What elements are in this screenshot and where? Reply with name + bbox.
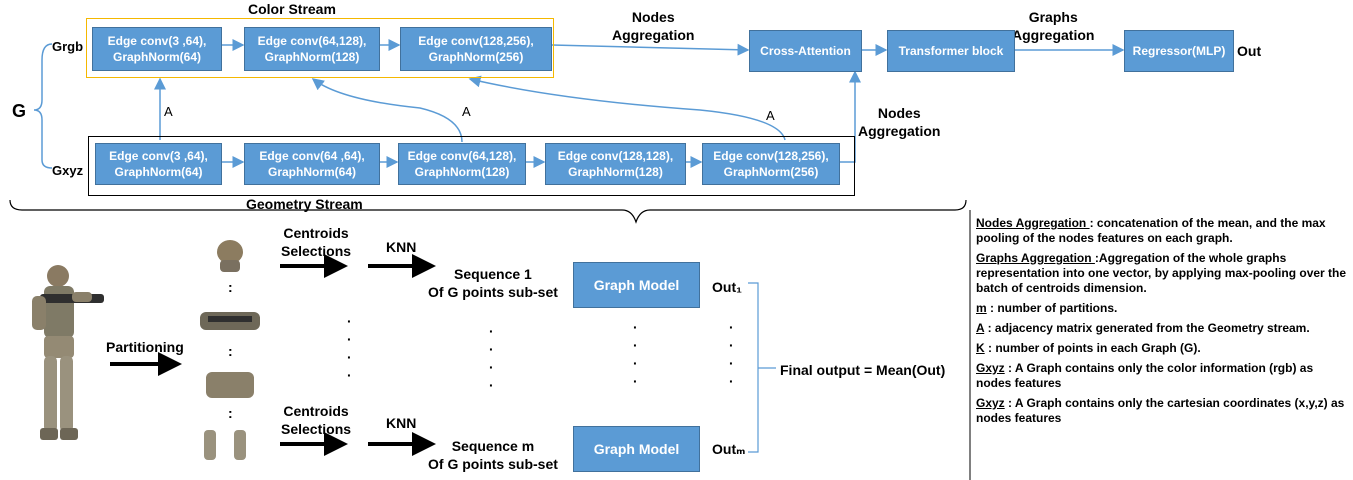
graph-model-box-m: Graph Model — [573, 426, 700, 472]
color-stream-label: Color Stream — [248, 1, 336, 17]
legend-description: : number of points in each Graph (G). — [984, 341, 1201, 355]
legend-term: Graphs Aggregation — [976, 251, 1095, 265]
knn-label-1: KNN — [386, 239, 417, 255]
out-label: Out — [1237, 43, 1262, 59]
geometry-edgeconv-2: Edge conv(64 ,64), GraphNorm(64) — [244, 143, 380, 185]
grgb-label: Grgb — [52, 39, 84, 54]
sequence-m-label: Sequence m Of G points sub-set — [428, 438, 558, 472]
color-edgeconv-2: Edge conv(64,128), GraphNorm(128) — [244, 27, 380, 71]
geometry-edgeconv-4: Edge conv(128,128), GraphNorm(128) — [545, 143, 686, 185]
regressor-box: Regressor(MLP) — [1124, 30, 1234, 72]
legend-term: m — [976, 301, 987, 315]
colon-3: : — [228, 405, 233, 421]
soldier-point-cloud-image — [32, 265, 104, 440]
gxyz-label: Gxyz — [52, 163, 84, 178]
legend-description: : A Graph contains only the cartesian co… — [976, 396, 1345, 425]
geometry-edgeconv-3: Edge conv(64,128), GraphNorm(128) — [398, 143, 526, 185]
ellipsis-column-2: · · · · — [489, 323, 494, 393]
geometry-stream-frame — [88, 136, 855, 196]
transformer-block-box: Transformer block — [887, 30, 1015, 72]
legend-description: :Aggregation of the whole graphs represe… — [976, 251, 1347, 295]
knn-label-2: KNN — [386, 415, 417, 431]
legend-entry: Nodes Aggregation : concatenation of the… — [976, 216, 1351, 246]
legend-description: : A Graph contains only the color inform… — [976, 361, 1314, 390]
legend-term: Nodes Aggregation — [976, 216, 1090, 230]
legend-entry: A : adjacency matrix generated from the … — [976, 321, 1351, 336]
color-edgeconv-3: Edge conv(128,256), GraphNorm(256) — [400, 27, 552, 71]
partition-piece-feet — [204, 430, 246, 460]
g-label: G — [12, 101, 27, 121]
partition-piece-arms — [200, 312, 260, 330]
out-1-label: Out₁ — [712, 279, 742, 295]
geometry-edgeconv-5: Edge conv(128,256), GraphNorm(256) — [702, 143, 840, 185]
legend-term: Gxyz — [976, 396, 1005, 410]
ellipsis-column-3: · · · · — [633, 319, 638, 389]
legend-term: K — [976, 341, 985, 355]
legend-entry: Gxyz : A Graph contains only the cartesi… — [976, 396, 1351, 426]
legend-entry: Gxyz : A Graph contains only the color i… — [976, 361, 1351, 391]
a-label-3: A — [766, 108, 775, 123]
legend-description: : adjacency matrix generated from the Ge… — [984, 321, 1310, 335]
a-label-1: A — [164, 104, 173, 119]
cross-attention-box: Cross-Attention — [749, 30, 862, 72]
graph-model-box-1: Graph Model — [573, 262, 700, 308]
legend: Nodes Aggregation : concatenation of the… — [976, 216, 1351, 431]
partition-piece-torso — [206, 372, 254, 398]
legend-term: Gxyz — [976, 361, 1005, 375]
colon-1: : — [228, 279, 233, 295]
legend-entry: m : number of partitions. — [976, 301, 1351, 316]
legend-description: : number of partitions. — [986, 301, 1118, 315]
ellipsis-column-4: · · · · — [729, 319, 734, 389]
final-output-label: Final output = Mean(Out) — [780, 362, 946, 378]
color-edgeconv-1: Edge conv(3 ,64), GraphNorm(64) — [92, 27, 222, 71]
legend-description: : concatenation of the mean, and the max… — [976, 216, 1326, 245]
partitioning-label: Partitioning — [106, 339, 184, 355]
partition-piece-head — [217, 240, 243, 272]
legend-entry: Graphs Aggregation :Aggregation of the w… — [976, 251, 1351, 296]
centroids-selections-label-2: Centroids Selections — [281, 403, 352, 437]
colon-2: : — [228, 343, 233, 359]
nodes-aggregation-right-label: Nodes Aggregation — [858, 105, 941, 139]
ellipsis-column-1: · · · · — [347, 313, 352, 383]
geometry-edgeconv-1: Edge conv(3 ,64), GraphNorm(64) — [95, 143, 222, 185]
legend-entry: K : number of points in each Graph (G). — [976, 341, 1351, 356]
graphs-aggregation-label: Graphs Aggregation — [1012, 9, 1095, 43]
centroids-selections-label-1: Centroids Selections — [281, 225, 352, 259]
legend-term: A — [976, 321, 985, 335]
a-label-2: A — [462, 104, 471, 119]
geometry-stream-label: Geometry Stream — [246, 196, 363, 212]
out-m-label: Outₘ — [712, 441, 746, 457]
nodes-aggregation-top-label: Nodes Aggregation — [612, 9, 695, 43]
sequence-1-label: Sequence 1 Of G points sub-set — [428, 266, 558, 300]
color-stream-frame — [86, 18, 554, 78]
